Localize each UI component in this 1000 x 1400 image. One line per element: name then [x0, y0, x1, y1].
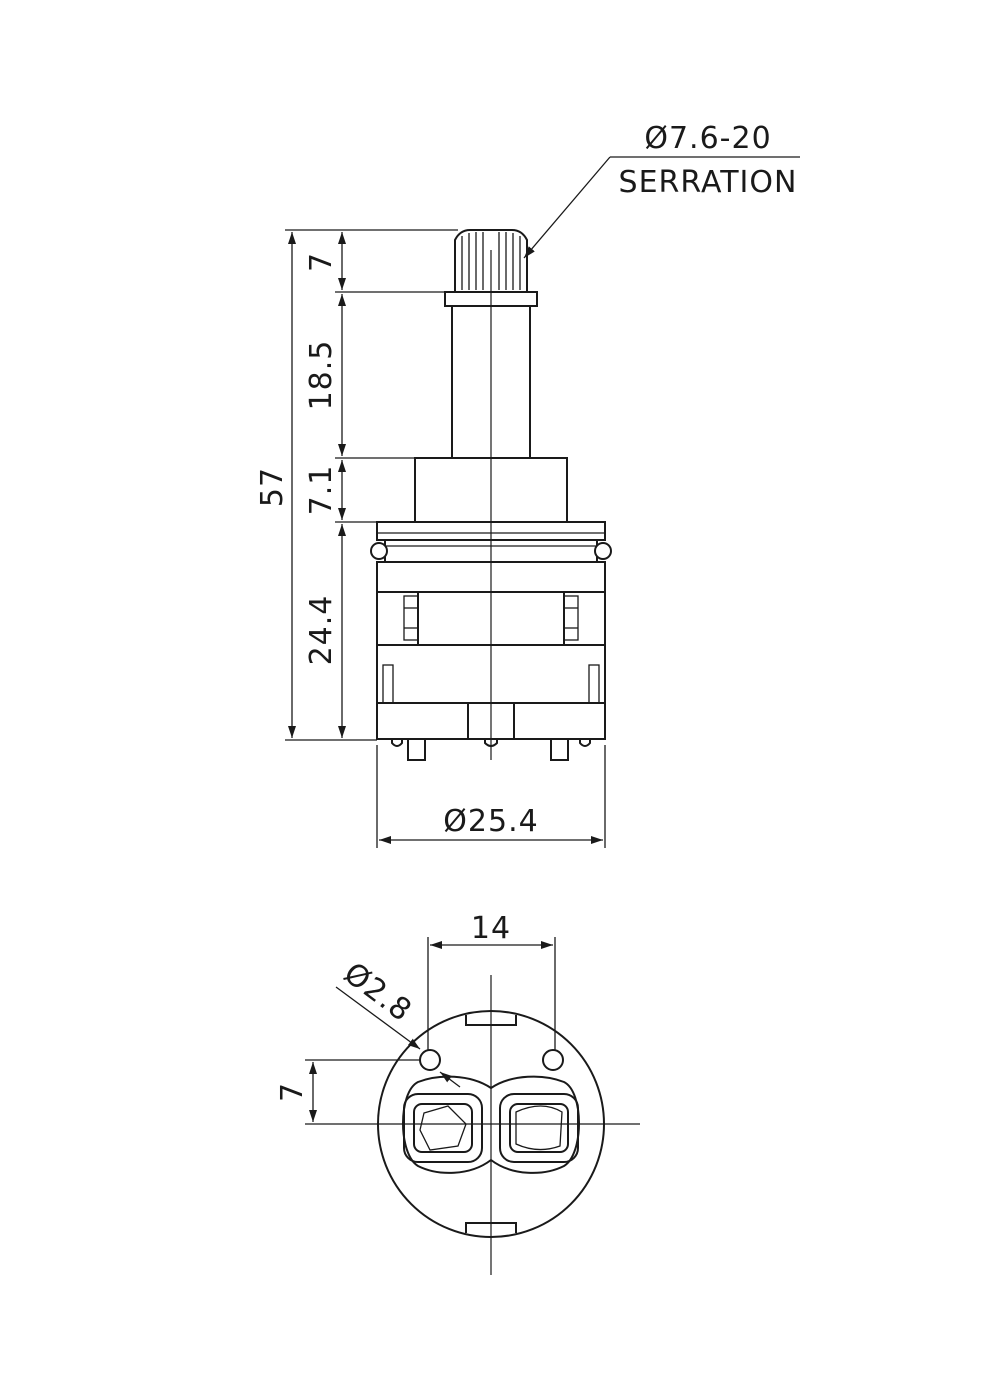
serration-callout: Ø7.6-20 SERRATION	[523, 121, 800, 259]
side-view: 57 7 18.5 7.1 24.4 Ø25.4 Ø7.6-20 SERRATI…	[255, 121, 800, 848]
bottom-view: 14 Ø2.8 7	[275, 911, 640, 1275]
port-right	[499, 1093, 579, 1163]
bottom-view-centerlines	[340, 975, 640, 1275]
dimension-overall-height: 57	[255, 232, 296, 738]
label-collar-height: 7.1	[304, 465, 339, 516]
dimension-hole-offset: 7	[275, 1059, 420, 1125]
label-overall-height: 57	[255, 467, 290, 507]
port-outline	[402, 1075, 580, 1174]
body-slot-section	[376, 592, 606, 645]
dimension-body-diameter: Ø25.4	[379, 804, 603, 844]
label-body-height: 24.4	[304, 595, 339, 666]
label-hole-spacing: 14	[471, 911, 511, 946]
label-serration-text: SERRATION	[619, 165, 798, 200]
dimension-chain: 7 18.5 7.1 24.4	[304, 232, 346, 738]
port-left	[403, 1093, 483, 1163]
label-body-diameter: Ø25.4	[443, 804, 538, 839]
label-stem-height: 18.5	[304, 340, 339, 411]
serrated-knob	[454, 229, 528, 292]
hole-right	[542, 1049, 564, 1071]
label-serration-height: 7	[304, 252, 339, 272]
label-hole-offset: 7	[275, 1082, 310, 1102]
hole-left	[419, 1049, 441, 1071]
label-serration-diameter: Ø7.6-20	[644, 121, 771, 156]
dimension-hole-spacing: 14	[427, 911, 556, 1050]
extension-lines	[285, 229, 606, 848]
